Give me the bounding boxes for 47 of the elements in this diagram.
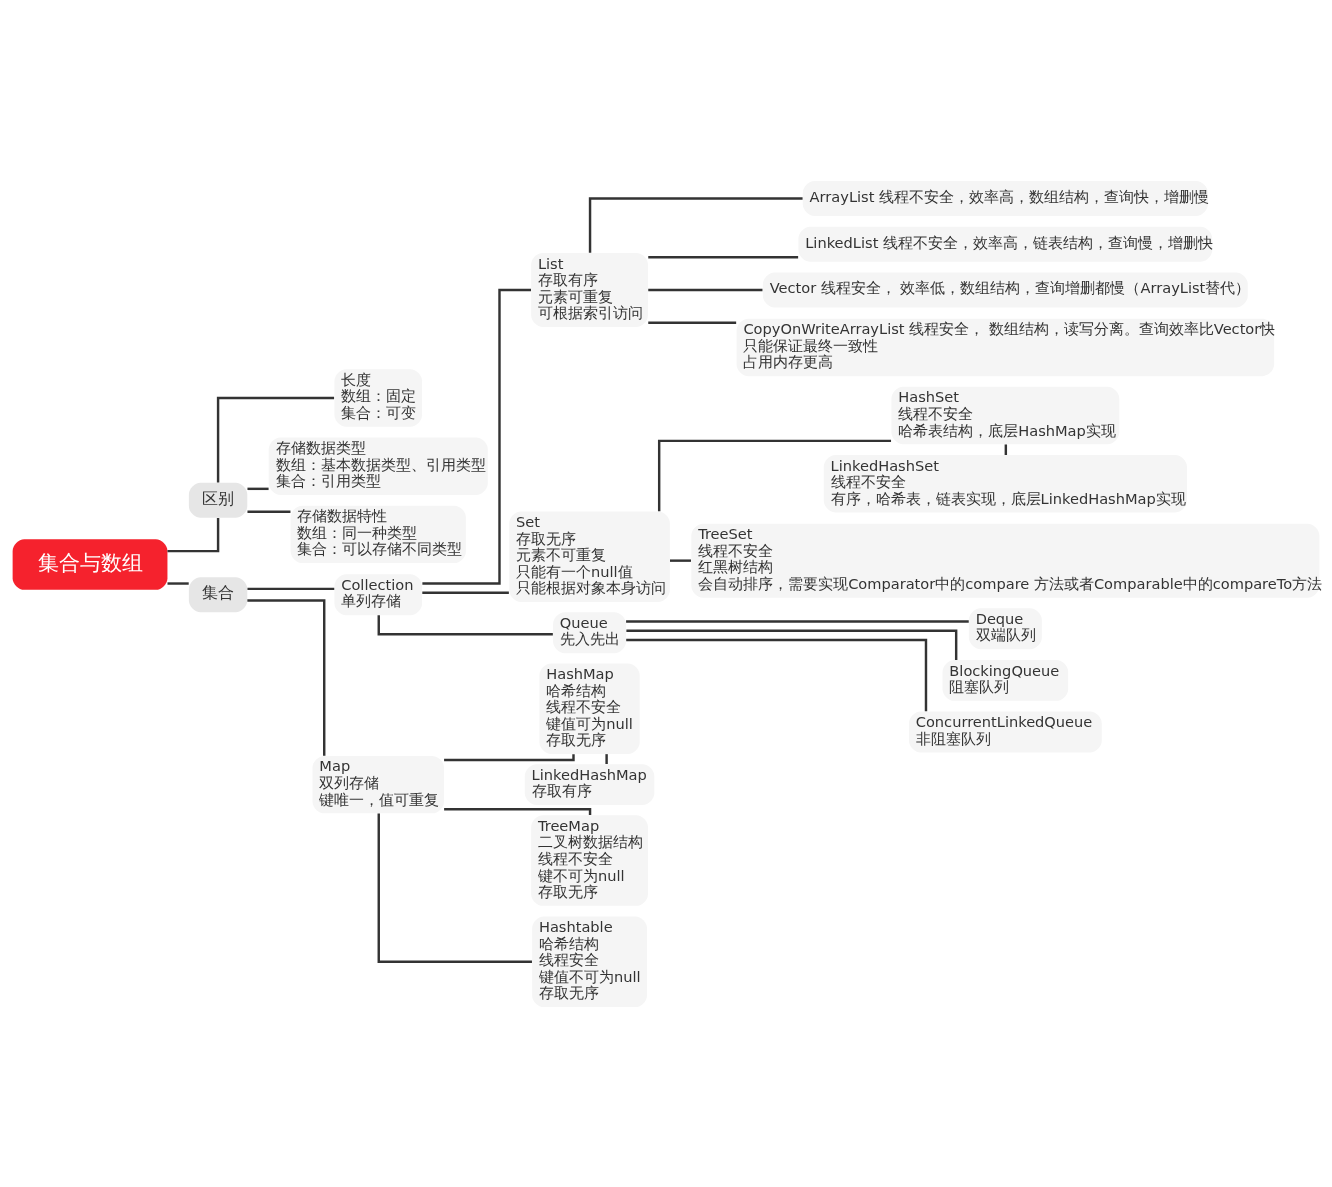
- node-box: ArrayList 线程不安全，效率高，数组结构，查询快，增删慢: [802, 180, 1208, 216]
- node-box: 长度 数组：固定 集合：可变: [334, 368, 423, 427]
- node-box: Queue 先入先出: [553, 611, 627, 653]
- connector: [626, 629, 958, 660]
- node-box: TreeSet 线程不安全 红黑树结构 会自动排序，需要实现Comparator中的compare 方法或者Comparable中的compareTo方法: [691, 523, 1320, 598]
- connector: [669, 558, 691, 562]
- node-box: List 存取有序 元素可重复 可根据索引访问: [531, 252, 648, 327]
- connector: [605, 753, 608, 764]
- node-box: Set 存取无序 元素不可重复 只能有一个null值 只能根据对象本身访问: [509, 511, 670, 602]
- connector: [247, 510, 291, 513]
- connector: [648, 321, 737, 324]
- connector: [657, 439, 892, 511]
- node-box: Vector 线程安全， 效率低，数组结构，查询增删都慢（ArrayList替代）: [762, 271, 1248, 307]
- connector: [648, 255, 799, 259]
- node-box: 集合: [188, 576, 248, 612]
- node-box: Collection 单列存储: [334, 573, 423, 615]
- connector: [648, 288, 763, 291]
- node-box: LinkedHashSet 线程不安全 有序，哈希表，链表实现，底层LinkedHashMap实现: [823, 454, 1187, 512]
- node-box: Map 双列存储 键唯一，值可重复: [312, 755, 444, 813]
- node-box: LinkedHashMap 存取有序: [524, 763, 655, 805]
- connector: [247, 487, 269, 490]
- node-box: LinkedList 线程不安全，效率高，链表结构，查询慢，增删快: [798, 226, 1213, 262]
- connector: [247, 598, 326, 756]
- node-box: HashMap 哈希结构 线程不安全 键值可为null 存取无序: [539, 662, 640, 754]
- connector: [444, 753, 575, 761]
- node-box: Deque 双端队列: [968, 607, 1042, 649]
- node-box: TreeMap 二叉树数据结构 线程不安全 键不可为null 存取无序: [531, 814, 648, 906]
- node-box: 存储数据类型 数组：基本数据类型、引用类型 集合：引用类型: [268, 436, 488, 495]
- connector: [626, 619, 969, 623]
- connector: [216, 396, 335, 482]
- connector: [588, 196, 803, 253]
- node-box: HashSet 线程不安全 哈希表结构，底层HashMap实现: [891, 386, 1120, 444]
- node-box: CopyOnWriteArrayList 线程安全， 数组结构，读写分离。查询效率比Vector快 只能保证最终一致性 占用内存更高: [736, 318, 1275, 376]
- node-box: ConcurrentLinkedQueue 非阻塞队列: [908, 711, 1102, 752]
- node-box: 集合与数组: [12, 538, 168, 590]
- connector: [626, 638, 928, 711]
- node-box: 区别: [188, 482, 248, 518]
- connector: [444, 807, 592, 815]
- connector: [247, 587, 335, 590]
- node-box: 存储数据特性 数组：同一种类型 集合：可以存储不同类型: [290, 505, 466, 563]
- node-box: BlockingQueue 阻塞队列: [942, 659, 1069, 701]
- connector: [422, 591, 509, 594]
- connector: [167, 581, 189, 585]
- connector: [377, 813, 532, 963]
- node-box: Hashtable 哈希结构 线程安全 键值不可为null 存取无序: [532, 916, 647, 1007]
- connector: [167, 517, 220, 552]
- connector: [422, 288, 531, 585]
